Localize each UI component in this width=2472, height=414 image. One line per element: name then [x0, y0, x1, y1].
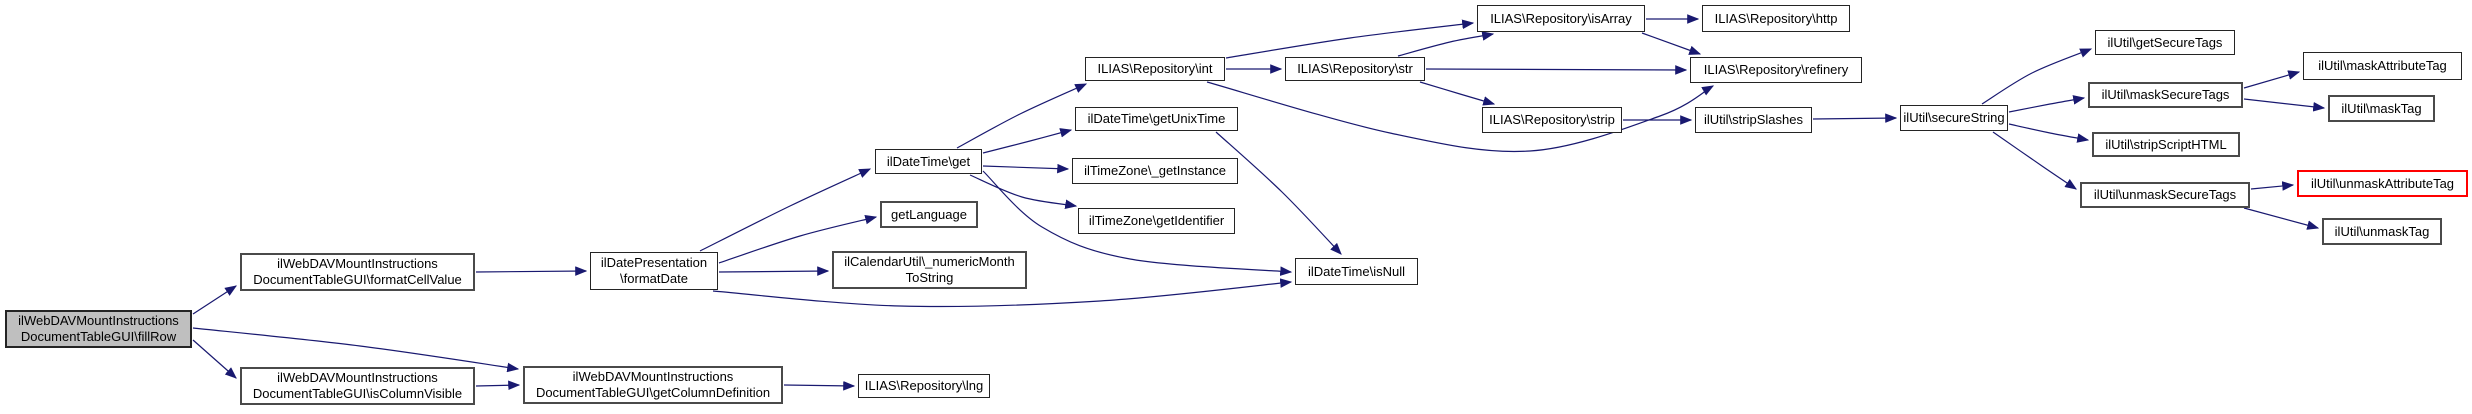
graph-node-isarray[interactable]: ILIAS\Repository\isArray — [1477, 5, 1645, 32]
graph-node-unmasktag[interactable]: ilUtil\unmaskTag — [2322, 218, 2442, 245]
graph-node-label: ilWebDAVMountInstructions — [277, 370, 438, 385]
graph-node-label: ilTimeZone\_getInstance — [1084, 163, 1226, 178]
graph-node-label: ilWebDAVMountInstructions — [277, 256, 438, 271]
graph-node-stripslashes[interactable]: ilUtil\stripSlashes — [1695, 107, 1812, 133]
graph-node-masksecuretags[interactable]: ilUtil\maskSecureTags — [2088, 82, 2243, 108]
graph-node-label: DocumentTableGUI\fillRow — [20, 329, 177, 344]
graph-node-label: ilUtil\stripSlashes — [1704, 112, 1803, 127]
edge-masksecuretags-masktag — [2243, 98, 2326, 112]
graph-node-label: ILIAS\Repository\refinery — [1703, 62, 1849, 77]
graph-node-label: DocumentTableGUI\getColumnDefinition — [535, 385, 771, 400]
edge-fillrow-formatcellvalue — [192, 285, 238, 315]
graph-node-label: ILIAS\Repository\http — [1714, 10, 1838, 26]
edge-getunixtime-isnull — [1215, 131, 1342, 255]
graph-node-label: ilWebDAVMountInstructions — [18, 313, 179, 328]
graph-node-lng[interactable]: ILIAS\Repository\lng — [858, 374, 990, 398]
graph-node-str[interactable]: ILIAS\Repository\str — [1285, 57, 1425, 81]
graph-node-label: ilUtil\maskTag — [2341, 100, 2422, 116]
graph-node-label: ilUtil\secureString — [1903, 110, 2005, 125]
edge-isarray-refinery — [1641, 32, 1702, 55]
graph-node-unmasksecuretags[interactable]: ilUtil\unmaskSecureTags — [2080, 182, 2250, 208]
graph-node-label: ilTimeZone\getIdentifier — [1088, 213, 1225, 228]
graph-node-getidentifier[interactable]: ilTimeZone\getIdentifier — [1078, 208, 1235, 234]
edge-formatdate-get — [699, 168, 872, 252]
graph-node-label: ilDateTime\isNull — [1307, 263, 1406, 279]
graph-node-label: ilDateTime\get — [886, 153, 971, 169]
edge-str-refinery — [1425, 65, 1688, 75]
graph-node-getlanguage[interactable]: getLanguage — [880, 201, 978, 228]
graph-node-strip[interactable]: ILIAS\Repository\strip — [1482, 107, 1622, 133]
edge-securestring-unmasksecuretags — [1992, 131, 2077, 190]
graph-node-label: ilUtil\unmaskSecureTags — [2093, 187, 2237, 202]
edge-masksecuretags-maskattributetag — [2243, 70, 2301, 89]
graph-node-label: ilUtil\unmaskAttributeTag — [2310, 175, 2455, 191]
graph-node-masktag[interactable]: ilUtil\maskTag — [2328, 95, 2435, 122]
graph-node-label: DocumentTableGUI\isColumnVisible — [252, 386, 463, 401]
graph-node-securestring[interactable]: ilUtil\secureString — [1900, 105, 2008, 131]
graph-node-label: DocumentTableGUI\formatCellValue — [253, 272, 462, 287]
edge-securestring-stripscripthtml — [2008, 123, 2090, 143]
edge-fillrow-getcolumndefinition — [192, 327, 520, 373]
graph-node-label: ILIAS\Repository\strip — [1489, 112, 1615, 127]
graph-node-getinstance[interactable]: ilTimeZone\_getInstance — [1072, 158, 1238, 184]
graph-node-label: ILIAS\Repository\int — [1097, 61, 1213, 76]
graph-node-label: ilUtil\getSecureTags — [2107, 34, 2223, 50]
graph-node-unmaskattributetag[interactable]: ilUtil\unmaskAttributeTag — [2297, 170, 2468, 197]
graph-node-label: ilWebDAVMountInstructions — [572, 369, 734, 384]
graph-node-label: ilCalendarUtil\_numericMonth — [844, 254, 1015, 269]
graph-node-http[interactable]: ILIAS\Repository\http — [1702, 5, 1850, 32]
graph-node-label: ToString — [905, 270, 954, 285]
graph-node-maskattributetag[interactable]: ilUtil\maskAttributeTag — [2303, 52, 2462, 80]
graph-node-get[interactable]: ilDateTime\get — [875, 149, 982, 174]
edge-get-getidentifier — [969, 174, 1078, 209]
graph-node-label: ilUtil\unmaskTag — [2334, 223, 2430, 239]
edge-securestring-getsecuretags — [1981, 48, 2093, 105]
edge-get-int — [956, 83, 1088, 149]
edge-str-isarray — [1397, 31, 1495, 57]
graph-node-getsecuretags[interactable]: ilUtil\getSecureTags — [2095, 30, 2235, 55]
edge-str-strip — [1419, 81, 1496, 106]
graph-node-isnull[interactable]: ilDateTime\isNull — [1295, 258, 1418, 285]
graph-node-formatdate[interactable]: ilDatePresentation\formatDate — [590, 252, 718, 290]
graph-node-int[interactable]: ILIAS\Repository\int — [1085, 57, 1225, 81]
graph-node-label: ilDatePresentation — [600, 255, 708, 270]
edge-formatcellvalue-formatdate — [475, 266, 588, 276]
edge-unmasksecuretags-unmasktag — [2243, 207, 2320, 230]
edge-get-getunixtime — [982, 128, 1073, 154]
edge-int-refinery — [1206, 81, 1715, 153]
edge-getcolumndefinition-lng — [783, 381, 856, 391]
graph-node-label: ilUtil\maskSecureTags — [2101, 87, 2230, 102]
edge-stripslashes-securestring — [1812, 113, 1898, 123]
graph-node-label: ILIAS\Repository\isArray — [1490, 10, 1632, 26]
graph-node-label: ILIAS\Repository\str — [1297, 61, 1413, 76]
edge-fillrow-iscolumnvisible — [192, 339, 237, 379]
graph-node-label: \formatDate — [620, 271, 688, 286]
graph-node-refinery[interactable]: ILIAS\Repository\refinery — [1690, 57, 1862, 83]
graph-node-label: getLanguage — [891, 206, 967, 222]
graph-node-stripscripthtml[interactable]: ilUtil\stripScriptHTML — [2092, 132, 2240, 157]
graph-node-label: ilUtil\maskAttributeTag — [2318, 58, 2447, 73]
graph-node-label: ILIAS\Repository\lng — [864, 378, 984, 393]
edge-iscolumnvisible-getcolumndefinition — [475, 380, 521, 391]
graph-node-label: ilUtil\stripScriptHTML — [2105, 136, 2227, 152]
edge-int-isarray — [1225, 19, 1475, 59]
edge-securestring-masksecuretags — [2008, 95, 2086, 113]
graph-node-label: ilDateTime\getUnixTime — [1087, 111, 1226, 126]
edge-formatdate-numericmonth — [718, 266, 830, 276]
graph-node-getunixtime[interactable]: ilDateTime\getUnixTime — [1075, 107, 1238, 131]
edge-unmasksecuretags-unmaskattributetag — [2250, 181, 2295, 191]
edge-get-getinstance — [982, 163, 1070, 174]
edge-group — [192, 14, 2326, 391]
